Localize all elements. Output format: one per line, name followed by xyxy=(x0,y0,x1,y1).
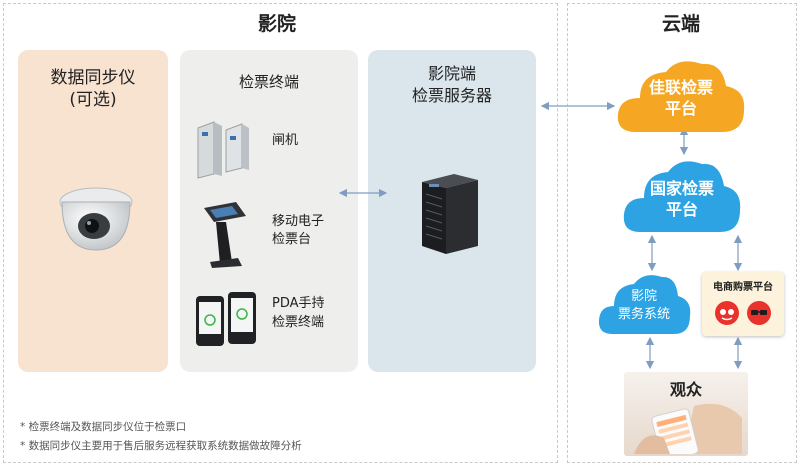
pda-label-line2: 检票终端 xyxy=(272,315,325,330)
sync-device-title: 数据同步仪 xyxy=(50,68,136,88)
server-tower-icon xyxy=(422,174,478,254)
cat-eye-app-icon xyxy=(715,301,739,325)
gate-label: 闸机 xyxy=(272,133,299,148)
cloud-shape-icon xyxy=(623,161,741,232)
turnstile-gate-icon xyxy=(197,121,249,179)
sync-device-panel: 数据同步仪 (可选) xyxy=(18,50,168,372)
audience-box: 观众 xyxy=(624,372,748,456)
national-label-line1: 国家检票 xyxy=(649,179,714,198)
cinema-region-title: 影院 xyxy=(258,13,297,35)
audience-label: 观众 xyxy=(669,380,702,399)
sync-device-optional: (可选) xyxy=(69,90,117,110)
mobile-kiosk-label-line1: 移动电子 xyxy=(272,214,325,229)
national-platform-cloud: 国家检票 平台 xyxy=(620,152,744,234)
jialian-label-line1: 佳联检票 xyxy=(648,78,713,97)
pda-handheld-icon xyxy=(196,292,256,346)
footnote-1: * 检票终端及数据同步仪位于检票口 xyxy=(20,421,187,433)
cinema-region xyxy=(3,3,558,463)
ticket-terminal-panel: 检票终端 闸机 移动电子 检票台 PDA手持 检票终端 xyxy=(180,50,358,372)
footnote-2: * 数据同步仪主要用于售后服务远程获取系统数据做故障分析 xyxy=(20,440,302,452)
cloud-shape-icon xyxy=(598,275,691,334)
jialian-label-line2: 平台 xyxy=(664,99,697,118)
cloud-shape-icon xyxy=(617,61,745,133)
cinema-ticket-label-line1: 影院 xyxy=(630,289,657,304)
pda-label-line1: PDA手持 xyxy=(272,296,325,311)
cloud-region xyxy=(567,3,797,463)
ecommerce-platform-box: 电商购票平台 xyxy=(702,272,784,336)
hand-phone-icon xyxy=(634,403,742,454)
taopiaopiao-app-icon xyxy=(747,301,771,325)
cloud-region-title: 云端 xyxy=(662,13,701,35)
server-title-line2: 检票服务器 xyxy=(411,86,492,105)
cinema-ticket-label-line2: 票务系统 xyxy=(617,307,670,322)
ticket-terminal-title: 检票终端 xyxy=(238,73,299,91)
mobile-kiosk-icon xyxy=(204,202,246,268)
ecommerce-title: 电商购票平台 xyxy=(713,282,773,293)
mobile-kiosk-label-line2: 检票台 xyxy=(272,232,312,247)
server-title-line1: 影院端 xyxy=(427,64,476,83)
national-label-line2: 平台 xyxy=(665,200,698,219)
dome-camera-icon xyxy=(59,187,133,251)
jialian-platform-cloud: 佳联检票 平台 xyxy=(614,52,748,134)
cinema-server-panel: 影院端 检票服务器 xyxy=(368,50,536,372)
cinema-ticket-system-cloud: 影院 票务系统 xyxy=(596,268,692,336)
